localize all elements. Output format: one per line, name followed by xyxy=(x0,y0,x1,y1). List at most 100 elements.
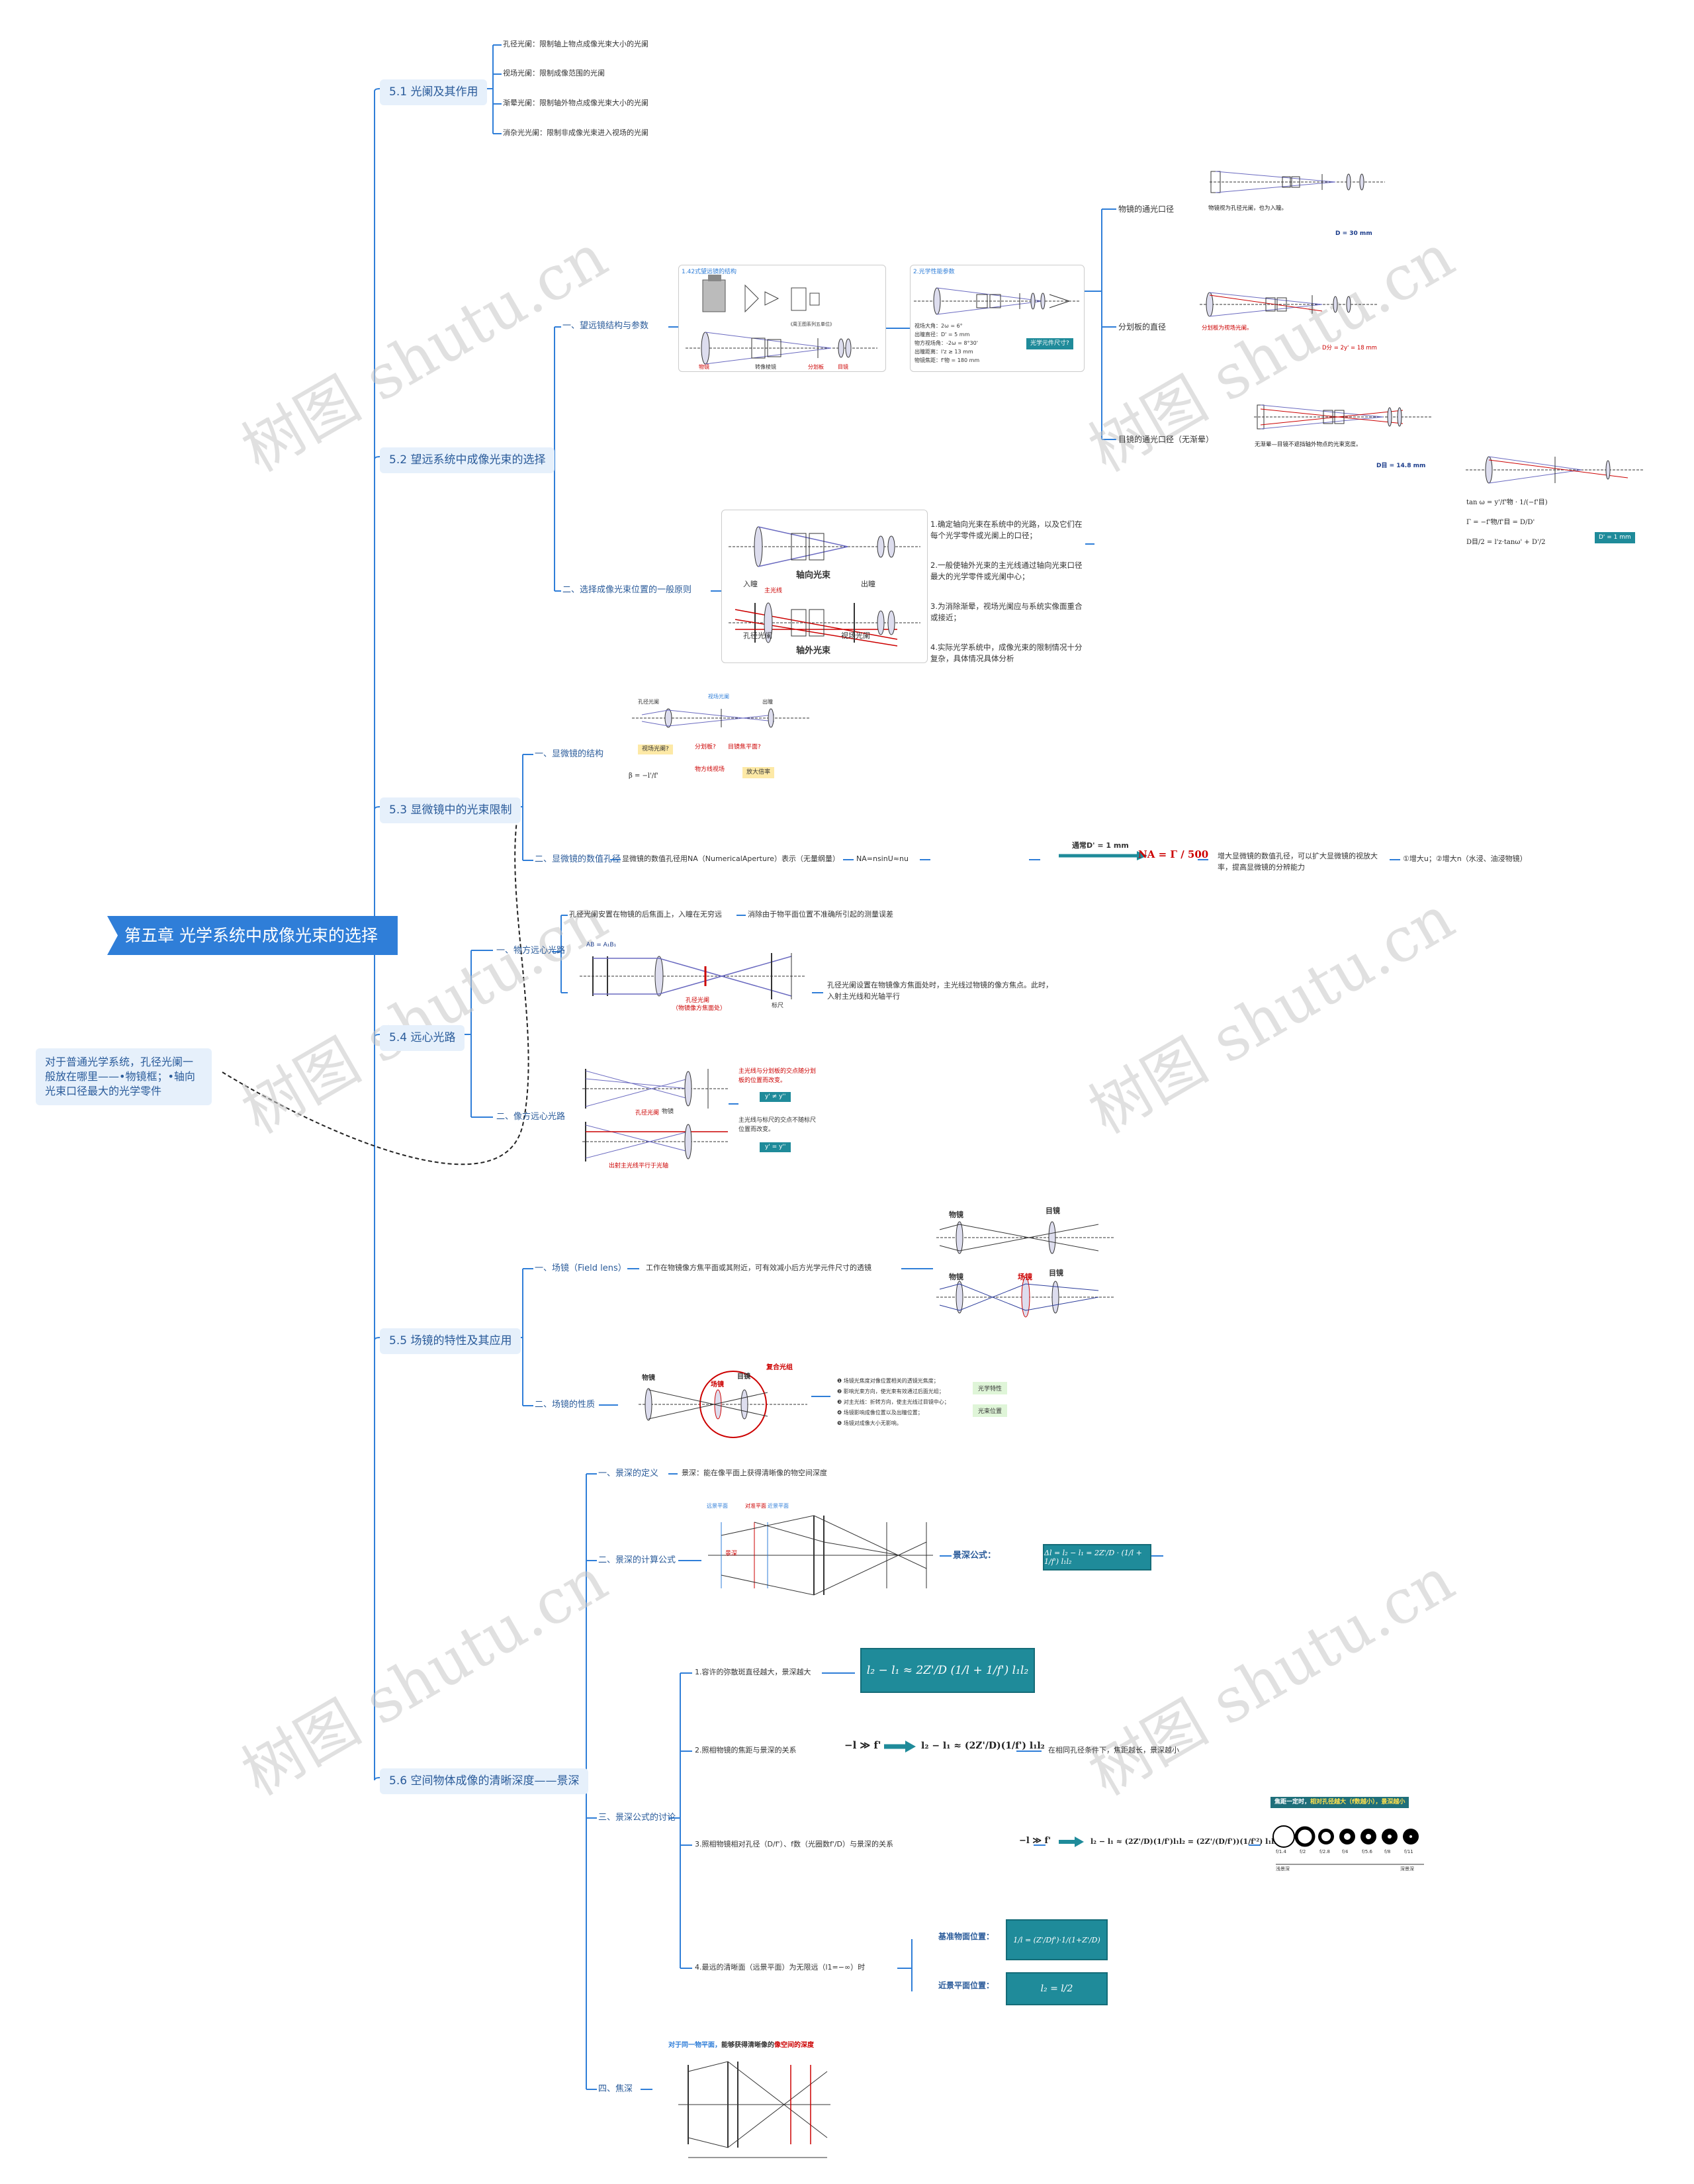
subtopic-field-lens[interactable]: 一、场镜（Field lens） xyxy=(535,1263,627,1273)
na-conclusion[interactable]: 增大显微镜的数值孔径，可以扩大显微镜的视放大率，提高显微镜的分辨能力 xyxy=(1218,852,1378,872)
label-objective: 物镜 xyxy=(642,1375,655,1382)
dof-figure: 远景平面 对准平面 近景平面 景深 xyxy=(701,1502,940,1602)
discussion-2[interactable]: 2.照相物镜的焦距与景深的关系 xyxy=(695,1746,797,1754)
subtopic-dof-discussion[interactable]: 三、景深公式的讨论 xyxy=(598,1813,676,1823)
principle-2[interactable]: 2.一般使轴外光束的主光线通过轴向光束口径最大的光学零件或光阑中心； xyxy=(930,561,1083,581)
discussion-1[interactable]: 1.容许的弥散斑直径越大，景深越大 xyxy=(695,1668,811,1676)
objective-aperture-figure: 物镜视为孔径光阑，也为入瞳。 D = 30 mm xyxy=(1203,162,1388,242)
topic-5-1[interactable]: 5.1 光阑及其作用 xyxy=(380,79,488,105)
label-aperture-stop: 孔径光阑 xyxy=(743,631,772,640)
note-aperture-stop[interactable]: 对于普通光学系统，孔径光阑一般放在哪里——•物镜框；•轴向光束口径最大的光学零件 xyxy=(36,1048,212,1105)
label-entrance-pupil: 入瞳 xyxy=(743,580,758,588)
telescope-raytrace xyxy=(914,287,1079,315)
formula-4a: 1/l = (Z'/Df')·1/(1+Z'/D) xyxy=(1013,1935,1100,1944)
derivation-formula: D目/2 = l'z·tanω' + D'/2 xyxy=(1466,539,1546,546)
subtopic-beam-principles[interactable]: 二、选择成像光束位置的一般原则 xyxy=(562,585,692,595)
aperture-chart: 焦距一定时，相对孔径越大（f数越小），景深越小 f/1.4 f/2 f/2.8 … xyxy=(1270,1797,1436,1883)
subtopic-image-telecentric[interactable]: 二、像方远心光路 xyxy=(496,1112,566,1122)
scale-right: 深景深 xyxy=(1400,1866,1414,1872)
na-methods[interactable]: ①增大u；②增大n（水浸、油浸物镜） xyxy=(1403,854,1527,863)
fig-label-reticle: 分划板 xyxy=(808,364,824,370)
label-offaxis-beam: 轴外光束 xyxy=(796,646,831,656)
optical-size-button[interactable]: 光学元件尺寸? xyxy=(1026,338,1073,349)
topic-5-4[interactable]: 5.4 远心光路 xyxy=(380,1025,465,1051)
usually-d-prime: 通常D' = 1 mm xyxy=(1072,841,1129,850)
derivation-formula: tan ω = y'/f'物 · 1/(−f'目) xyxy=(1466,499,1548,506)
discussion-3[interactable]: 3.照相物镜相对孔径（D/f'）、f数（光圈数f'/D）与景深的关系 xyxy=(695,1840,894,1848)
label-aperture-stop: 孔径光阑 xyxy=(635,1110,660,1116)
param: 出瞳距离：l'z ≥ 13 mm xyxy=(914,349,973,355)
subtopic-microscope-structure[interactable]: 一、显微镜的结构 xyxy=(535,749,604,759)
derivation-result: D' = 1 mm xyxy=(1595,532,1635,543)
fstop-label: f/2.8 xyxy=(1319,1849,1330,1854)
field-lens-figure: 物镜 目镜 物镜 场镜 目镜 xyxy=(933,1207,1118,1330)
dof-formula: Δl = l₂ − l₁ = 2Z'/D · (1/l + 1/f') l₁l₂ xyxy=(1044,1549,1142,1566)
topic-5-5[interactable]: 5.5 场镜的特性及其应用 xyxy=(380,1328,521,1354)
telecentric-note-2: 主光线与标尺的交点不随标尺位置而改变。 xyxy=(738,1117,817,1133)
topic-5-6[interactable]: 5.6 空间物体成像的清晰深度——景深 xyxy=(380,1768,589,1794)
field-lens-prop: ❺ 场镜对成像大小无影响。 xyxy=(837,1420,902,1426)
formula-1: l₂ − l₁ ≈ 2Z'/D (1/l + 1/f') l₁l₂ xyxy=(866,1664,1029,1677)
eyepiece-aperture-node[interactable]: 目镜的通光口径（无渐晕） xyxy=(1118,435,1214,444)
microscope-figure: 孔径光阑 视场光阑 出瞳 视场光阑? 分划板? 目镜焦平面? β = −l'/f… xyxy=(629,694,814,804)
stop-item[interactable]: 孔径光阑：限制轴上物点成像光束大小的光阑 xyxy=(503,40,648,48)
na-definition[interactable]: 显微镜的数值孔径用NA（NumericalAperture）表示（无量纲量） xyxy=(622,854,840,863)
tag-optical-property: 光学特性 xyxy=(973,1382,1008,1394)
stop-item[interactable]: 消杂光光阑：限制非成像光束进入视场的光阑 xyxy=(503,128,648,137)
label-exit-pupil: 出瞳 xyxy=(762,699,773,705)
label-field-lens: 场镜 xyxy=(1018,1273,1032,1281)
discussion-2-conclusion[interactable]: 在相同孔径条件下，焦距越长，景深越小 xyxy=(1048,1746,1179,1754)
root-topic[interactable]: 第五章 光学系统中成像光束的选择 xyxy=(107,916,398,955)
objective-raytrace xyxy=(1210,171,1385,193)
image-telecentric-drawing xyxy=(582,1069,728,1161)
eyepiece-raytrace xyxy=(1254,404,1433,430)
fig-label-prism: 转像棱镜 xyxy=(755,364,776,370)
formula-box-4b: l₂ = l/2 xyxy=(1006,1972,1108,2005)
subtopic-telescope-structure[interactable]: 一、望远镜结构与参数 xyxy=(562,321,649,331)
object-field-label: 物方线视场 xyxy=(695,766,725,773)
label-aperture-stop: 孔径光阑 xyxy=(686,997,710,1004)
subtopic-object-telecentric[interactable]: 一、物方远心光路 xyxy=(496,946,566,956)
base-plane-label: 基准物面位置： xyxy=(938,1932,995,1941)
fstop-label: f/1.4 xyxy=(1276,1849,1286,1854)
subtopic-focal-depth[interactable]: 四、焦深 xyxy=(598,2084,633,2094)
topic-5-3[interactable]: 5.3 显微镜中的光束限制 xyxy=(380,797,521,823)
microscope-raytrace xyxy=(632,708,811,728)
dof-definition[interactable]: 景深：能在像平面上获得清晰像的物空间深度 xyxy=(682,1469,827,1477)
image-telecentric-text[interactable]: 孔径光阑设置在物镜像方焦面处时，主光线过物镜的像方焦点。此时，入射主光线和光轴平… xyxy=(827,981,1053,1001)
object-telecentric-text[interactable]: 孔径光阑安置在物镜的后焦面上，入瞳在无穷远 xyxy=(569,910,722,919)
focal-depth-note-b: 能够获得清晰像的 xyxy=(721,2042,774,2049)
object-telecentric-benefit[interactable]: 消除由于物平面位置不准确所引起的测量误差 xyxy=(748,910,893,919)
objective-aperture-node[interactable]: 物镜的通光口径 xyxy=(1118,205,1175,214)
fig-label-eyepiece: 目镜 xyxy=(838,364,848,370)
dof-drawing xyxy=(708,1515,933,1596)
subtopic-dof-formula[interactable]: 二、景深的计算公式 xyxy=(598,1555,676,1565)
subtopic-field-lens-props[interactable]: 二、场镜的性质 xyxy=(535,1400,596,1410)
principle-1[interactable]: 1.确定轴向光束在系统中的光路，以及它们在每个光学零件或光阑上的口径； xyxy=(930,520,1083,540)
label-focus-plane: 对准平面 xyxy=(745,1503,766,1509)
focal-depth-figure xyxy=(675,2052,834,2167)
stop-item[interactable]: 渐晕光阑：限制轴外物点成像光束大小的光阑 xyxy=(503,99,648,107)
arrow-icon xyxy=(1059,1837,1084,1847)
field-stop-question: 视场光阑? xyxy=(638,745,673,754)
field-lens-prop: ❷ 影响光束方向，使光束有效通过后面光组； xyxy=(837,1388,944,1394)
aperture-note: 焦距一定时，相对孔径越大（f数越小），景深越小 xyxy=(1270,1797,1409,1808)
principle-4[interactable]: 4.实际光学系统中，成像光束的限制情况十分复杂，具体情况具体分析 xyxy=(930,643,1083,663)
subtopic-dof-definition[interactable]: 一、景深的定义 xyxy=(598,1469,659,1479)
label-compound-group: 复合光组 xyxy=(766,1364,793,1371)
field-lens-prop: ❹ 场镜影响成像位置以及出瞳位置； xyxy=(837,1410,923,1416)
figure-title: 1.42式望远镜的结构 xyxy=(682,269,737,275)
na-formula[interactable]: NA=nsinU≈nu xyxy=(856,854,909,863)
optical-parameters-card: 2.光学性能参数 视场大角：2ω = 6° 出瞳直径：D' = 5 mm 物方视… xyxy=(910,265,1085,372)
aperture-circles xyxy=(1272,1825,1424,1865)
field-lens-definition[interactable]: 工作在物镜像方焦平面或其附近，可有效减小后方光学元件尺寸的透镜 xyxy=(646,1263,871,1272)
label-eyepiece: 目镜 xyxy=(1049,1269,1063,1277)
label-eyepiece: 目镜 xyxy=(737,1373,750,1381)
reticle-diameter-node[interactable]: 分划板的直径 xyxy=(1118,322,1167,332)
subtopic-numerical-aperture[interactable]: 二、显微镜的数值孔径 xyxy=(535,854,621,864)
principle-3[interactable]: 3.为消除渐晕，视场光阑应与系统实像面重合或接近； xyxy=(930,602,1083,622)
stop-item[interactable]: 视场光阑：限制成像范围的光阑 xyxy=(503,69,605,77)
na-result: NA = Γ / 500 xyxy=(1138,848,1209,860)
discussion-4[interactable]: 4.最远的清晰面（远景平面）为无限远（l1=−∞）时 xyxy=(695,1963,866,1972)
topic-5-2[interactable]: 5.2 望远系统中成像光束的选择 xyxy=(380,447,555,473)
